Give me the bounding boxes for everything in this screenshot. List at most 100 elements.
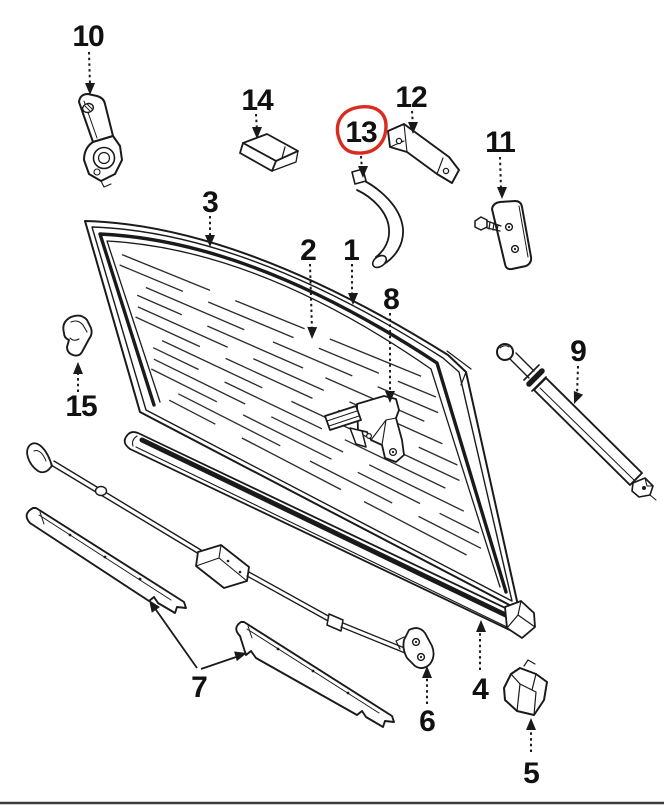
callout-14-label[interactable]: 14 bbox=[241, 84, 275, 117]
callout-12-arrowhead bbox=[408, 122, 418, 134]
glass-hatch-line bbox=[357, 471, 421, 505]
callout-8-arrowhead bbox=[385, 391, 395, 403]
callout-10[interactable]: 10 bbox=[72, 20, 105, 95]
glass-hatch-line bbox=[153, 358, 246, 405]
glass-hatch-line bbox=[439, 512, 480, 534]
callout-5[interactable]: 5 bbox=[523, 718, 540, 790]
callout-1[interactable]: 1 bbox=[343, 234, 360, 305]
hinge-bolt bbox=[474, 216, 488, 231]
callout-15-arrowhead bbox=[73, 362, 83, 374]
bracket-top-drawing bbox=[387, 123, 460, 184]
glass-hatch-line bbox=[235, 299, 305, 330]
callout-11[interactable]: 11 bbox=[485, 126, 516, 199]
glass-hatch-line bbox=[152, 347, 199, 371]
callout-2-label[interactable]: 2 bbox=[300, 234, 317, 267]
glass-hatch-line bbox=[207, 301, 294, 339]
wiper-blade-2-drawing bbox=[235, 621, 395, 728]
glass-hatch-line bbox=[150, 368, 218, 403]
glass-hatch-line bbox=[119, 264, 184, 293]
callout-7-arrowhead-1 bbox=[149, 600, 160, 613]
glass-hatch-line bbox=[177, 393, 281, 447]
wiper-blade-1-drawing bbox=[25, 507, 187, 614]
glass-hatch-line bbox=[309, 460, 393, 504]
callout-12[interactable]: 12 bbox=[395, 81, 428, 134]
callout-2-arrowhead bbox=[307, 326, 318, 339]
callout-13-arrowhead bbox=[358, 166, 368, 178]
corner-bracket-drawing bbox=[503, 659, 548, 716]
glass-hatch-line bbox=[168, 399, 216, 425]
glass-hatch-line bbox=[368, 464, 465, 512]
callout-8[interactable]: 8 bbox=[383, 283, 400, 403]
callout-3[interactable]: 3 bbox=[202, 186, 219, 247]
callout-11-arrowhead bbox=[497, 187, 507, 199]
glass-hatch-line bbox=[271, 416, 344, 453]
callout-10-arrow bbox=[88, 51, 91, 87]
callout-3-arrowhead bbox=[205, 235, 215, 247]
callout-15[interactable]: 15 bbox=[65, 362, 98, 423]
hinge-right-drawing bbox=[474, 200, 533, 271]
glass-hatch-line bbox=[135, 316, 201, 348]
callout-3-label[interactable]: 3 bbox=[202, 186, 219, 219]
glass-hatch-line bbox=[272, 341, 353, 377]
glass-hatch-line bbox=[225, 357, 313, 400]
glass-hatch-line bbox=[329, 338, 422, 377]
callout-5-label[interactable]: 5 bbox=[523, 757, 540, 790]
lower-molding-drawing bbox=[123, 431, 536, 639]
glass-hatch-line bbox=[418, 515, 482, 549]
frame-corner-joint bbox=[446, 350, 472, 386]
callout-1-label[interactable]: 1 bbox=[343, 234, 360, 267]
wiper-pivot-drawing bbox=[402, 627, 435, 669]
callout-4[interactable]: 4 bbox=[472, 620, 490, 706]
callout-7-arrowhead-2 bbox=[234, 651, 247, 662]
glass-hatch-line bbox=[242, 414, 332, 460]
glass-hatch-line bbox=[207, 325, 304, 369]
glass-hatch-line bbox=[253, 358, 325, 392]
wiper-arm-block bbox=[195, 544, 250, 589]
callout-1-arrowhead bbox=[348, 293, 358, 305]
callout-2[interactable]: 2 bbox=[300, 234, 318, 339]
glass-hatch-line bbox=[137, 306, 228, 348]
callout-7[interactable]: 7 bbox=[145, 597, 248, 704]
glass-hatch-line bbox=[344, 439, 446, 489]
callout-15-label[interactable]: 15 bbox=[65, 390, 98, 423]
glass-hatch-line bbox=[136, 294, 183, 316]
glass-hatch-line bbox=[121, 253, 211, 292]
gas-strut-drawing bbox=[496, 343, 657, 501]
glass-hatch-line bbox=[224, 381, 323, 430]
callout-4-arrowhead bbox=[476, 620, 486, 632]
hinge-left-drawing bbox=[78, 93, 123, 188]
callout-7-label[interactable]: 7 bbox=[191, 671, 208, 704]
callout-9[interactable]: 9 bbox=[569, 335, 587, 406]
glass-hatch-line bbox=[363, 501, 467, 556]
callout-10-label[interactable]: 10 bbox=[72, 20, 105, 53]
highlight-circle-13 bbox=[335, 104, 388, 155]
callout-14[interactable]: 14 bbox=[241, 84, 275, 139]
callout-6[interactable]: 6 bbox=[419, 666, 436, 738]
washer-hose-drawing bbox=[351, 168, 404, 269]
callout-10-arrowhead bbox=[85, 83, 95, 95]
glass-hatch-line bbox=[397, 450, 460, 482]
callout-8-label[interactable]: 8 bbox=[383, 283, 400, 316]
callout-6-arrowhead bbox=[422, 666, 432, 678]
callout-9-arrowhead bbox=[573, 391, 584, 404]
callout-11-arrow bbox=[499, 156, 502, 191]
wiper-bracket-drawing bbox=[324, 395, 405, 463]
glass-hatch-line bbox=[418, 446, 458, 466]
callout-13-label[interactable]: 13 bbox=[345, 116, 378, 149]
glass-hatch-line bbox=[241, 437, 342, 491]
callout-9-label[interactable]: 9 bbox=[570, 335, 587, 368]
clip-drawing bbox=[62, 314, 93, 357]
glass-hatch-line bbox=[318, 347, 380, 374]
callout-14-arrowhead bbox=[252, 127, 262, 139]
callout-5-arrowhead bbox=[526, 718, 536, 730]
callout-9-arrow bbox=[576, 365, 579, 397]
callout-4-label[interactable]: 4 bbox=[472, 673, 490, 706]
callout-7-leader-1 bbox=[153, 606, 198, 669]
callout-11-label[interactable]: 11 bbox=[485, 126, 516, 159]
callout-6-label[interactable]: 6 bbox=[419, 705, 436, 738]
glass-hatch-line bbox=[161, 339, 263, 389]
callout-12-label[interactable]: 12 bbox=[395, 81, 428, 114]
callout-13[interactable]: 13 bbox=[335, 104, 388, 178]
